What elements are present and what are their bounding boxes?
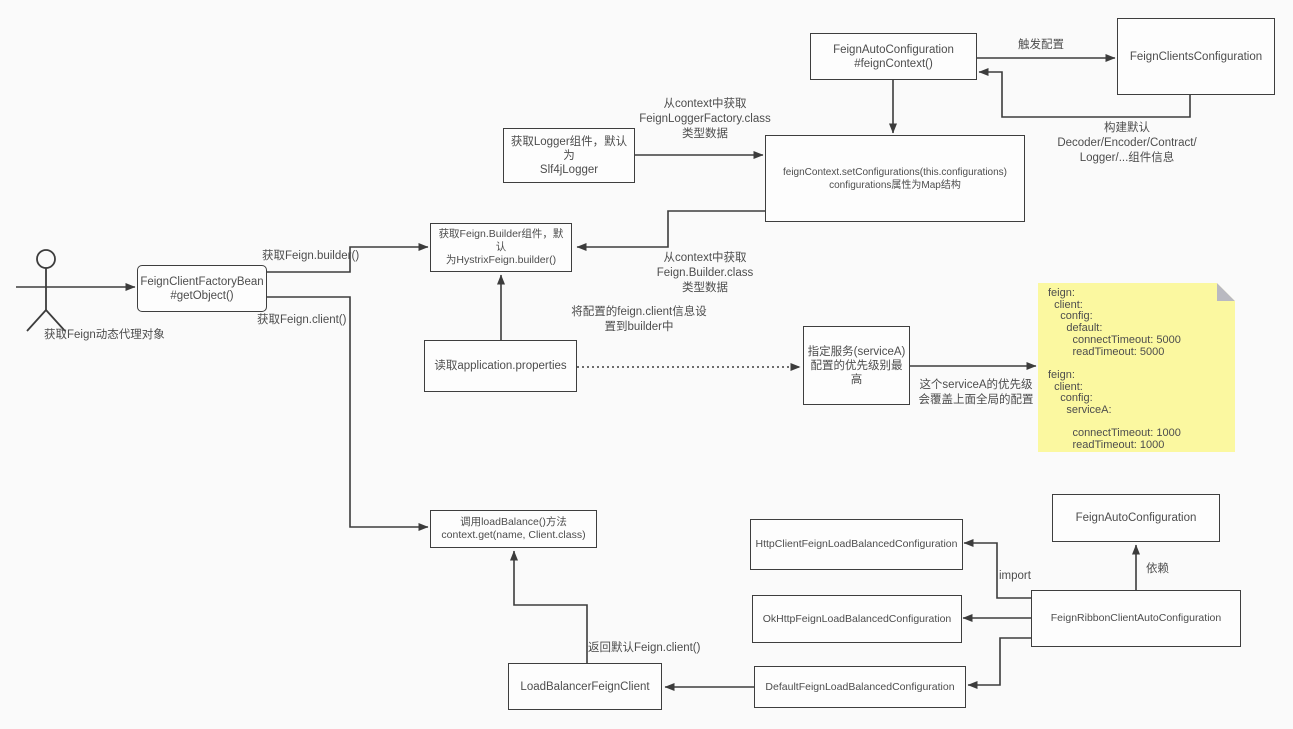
node-feign-client-factory-bean: FeignClientFactoryBean #getObject()	[137, 265, 267, 312]
node-feign-clients-configuration: FeignClientsConfiguration	[1117, 18, 1275, 95]
label-from-context-feign-builder: 从context中获取 Feign.Builder.class 类型数据	[656, 252, 754, 294]
node-feign-auto-configuration-bottom: FeignAutoConfiguration	[1052, 494, 1220, 542]
label-servicea-priority: 这个serviceA的优先级 会覆盖上面全局的配置	[918, 379, 1034, 406]
label-get-feign-builder: 获取Feign.builder()	[262, 250, 360, 262]
label-return-default-client: 返回默认Feign.client()	[588, 642, 701, 654]
label-import: import	[999, 570, 1031, 582]
node-default-feign-config: DefaultFeignLoadBalancedConfiguration	[754, 666, 966, 708]
label-build-default-components: 构建默认 Decoder/Encoder/Contract/ Logger/..…	[1057, 122, 1197, 164]
label-depends: 依赖	[1146, 563, 1169, 575]
node-get-feign-builder: 获取Feign.Builder组件，默认 为HystrixFeign.build…	[430, 223, 572, 272]
sticky-note-yaml-config: feign: client: config: default: connectT…	[1038, 283, 1235, 452]
edge-build-default-return	[978, 68, 1191, 118]
label-set-to-builder: 将配置的feign.client信息设 置到builder中	[571, 306, 707, 333]
edge-ribbon-to-default	[967, 637, 1031, 689]
node-get-logger: 获取Logger组件，默认为 Slf4jLogger	[503, 128, 635, 183]
note-text: feign: client: config: default: connectT…	[1048, 287, 1181, 452]
edge-factory-to-loadbalance	[267, 296, 429, 531]
node-feign-auto-configuration-top: FeignAutoConfiguration #feignContext()	[810, 33, 977, 80]
node-service-a-config: 指定服务(serviceA) 配置的优先级别最高	[803, 326, 910, 405]
label-from-context-loggerfactory: 从context中获取 FeignLoggerFactory.class 类型数…	[639, 98, 771, 140]
label-get-feign-client: 获取Feign.client()	[257, 314, 347, 326]
node-load-balancer-feign-client: LoadBalancerFeignClient	[508, 663, 662, 710]
node-feign-ribbon-auto-configuration: FeignRibbonClientAutoConfiguration	[1031, 590, 1241, 647]
actor-stick-figure-icon	[26, 249, 66, 332]
label-trigger-config: 触发配置	[1018, 39, 1064, 51]
edge-ribbon-to-httpclient	[963, 539, 1031, 599]
node-set-configurations: feignContext.setConfigurations(this.conf…	[765, 135, 1025, 222]
edge-setconfig-to-builder	[576, 210, 765, 251]
edge-factory-to-builder	[267, 243, 429, 273]
node-httpclient-config: HttpClientFeignLoadBalancedConfiguration	[750, 519, 963, 570]
label-actor-get-proxy: 获取Feign动态代理对象	[44, 329, 165, 341]
node-load-balance-call: 调用loadBalance()方法 context.get(name, Clie…	[430, 510, 597, 548]
node-okhttp-config: OkHttpFeignLoadBalancedConfiguration	[752, 595, 962, 643]
edge-lbclient-to-loadbalance	[510, 550, 588, 663]
note-folded-corner-icon	[1217, 283, 1235, 301]
node-read-application-properties: 读取application.properties	[424, 340, 577, 392]
